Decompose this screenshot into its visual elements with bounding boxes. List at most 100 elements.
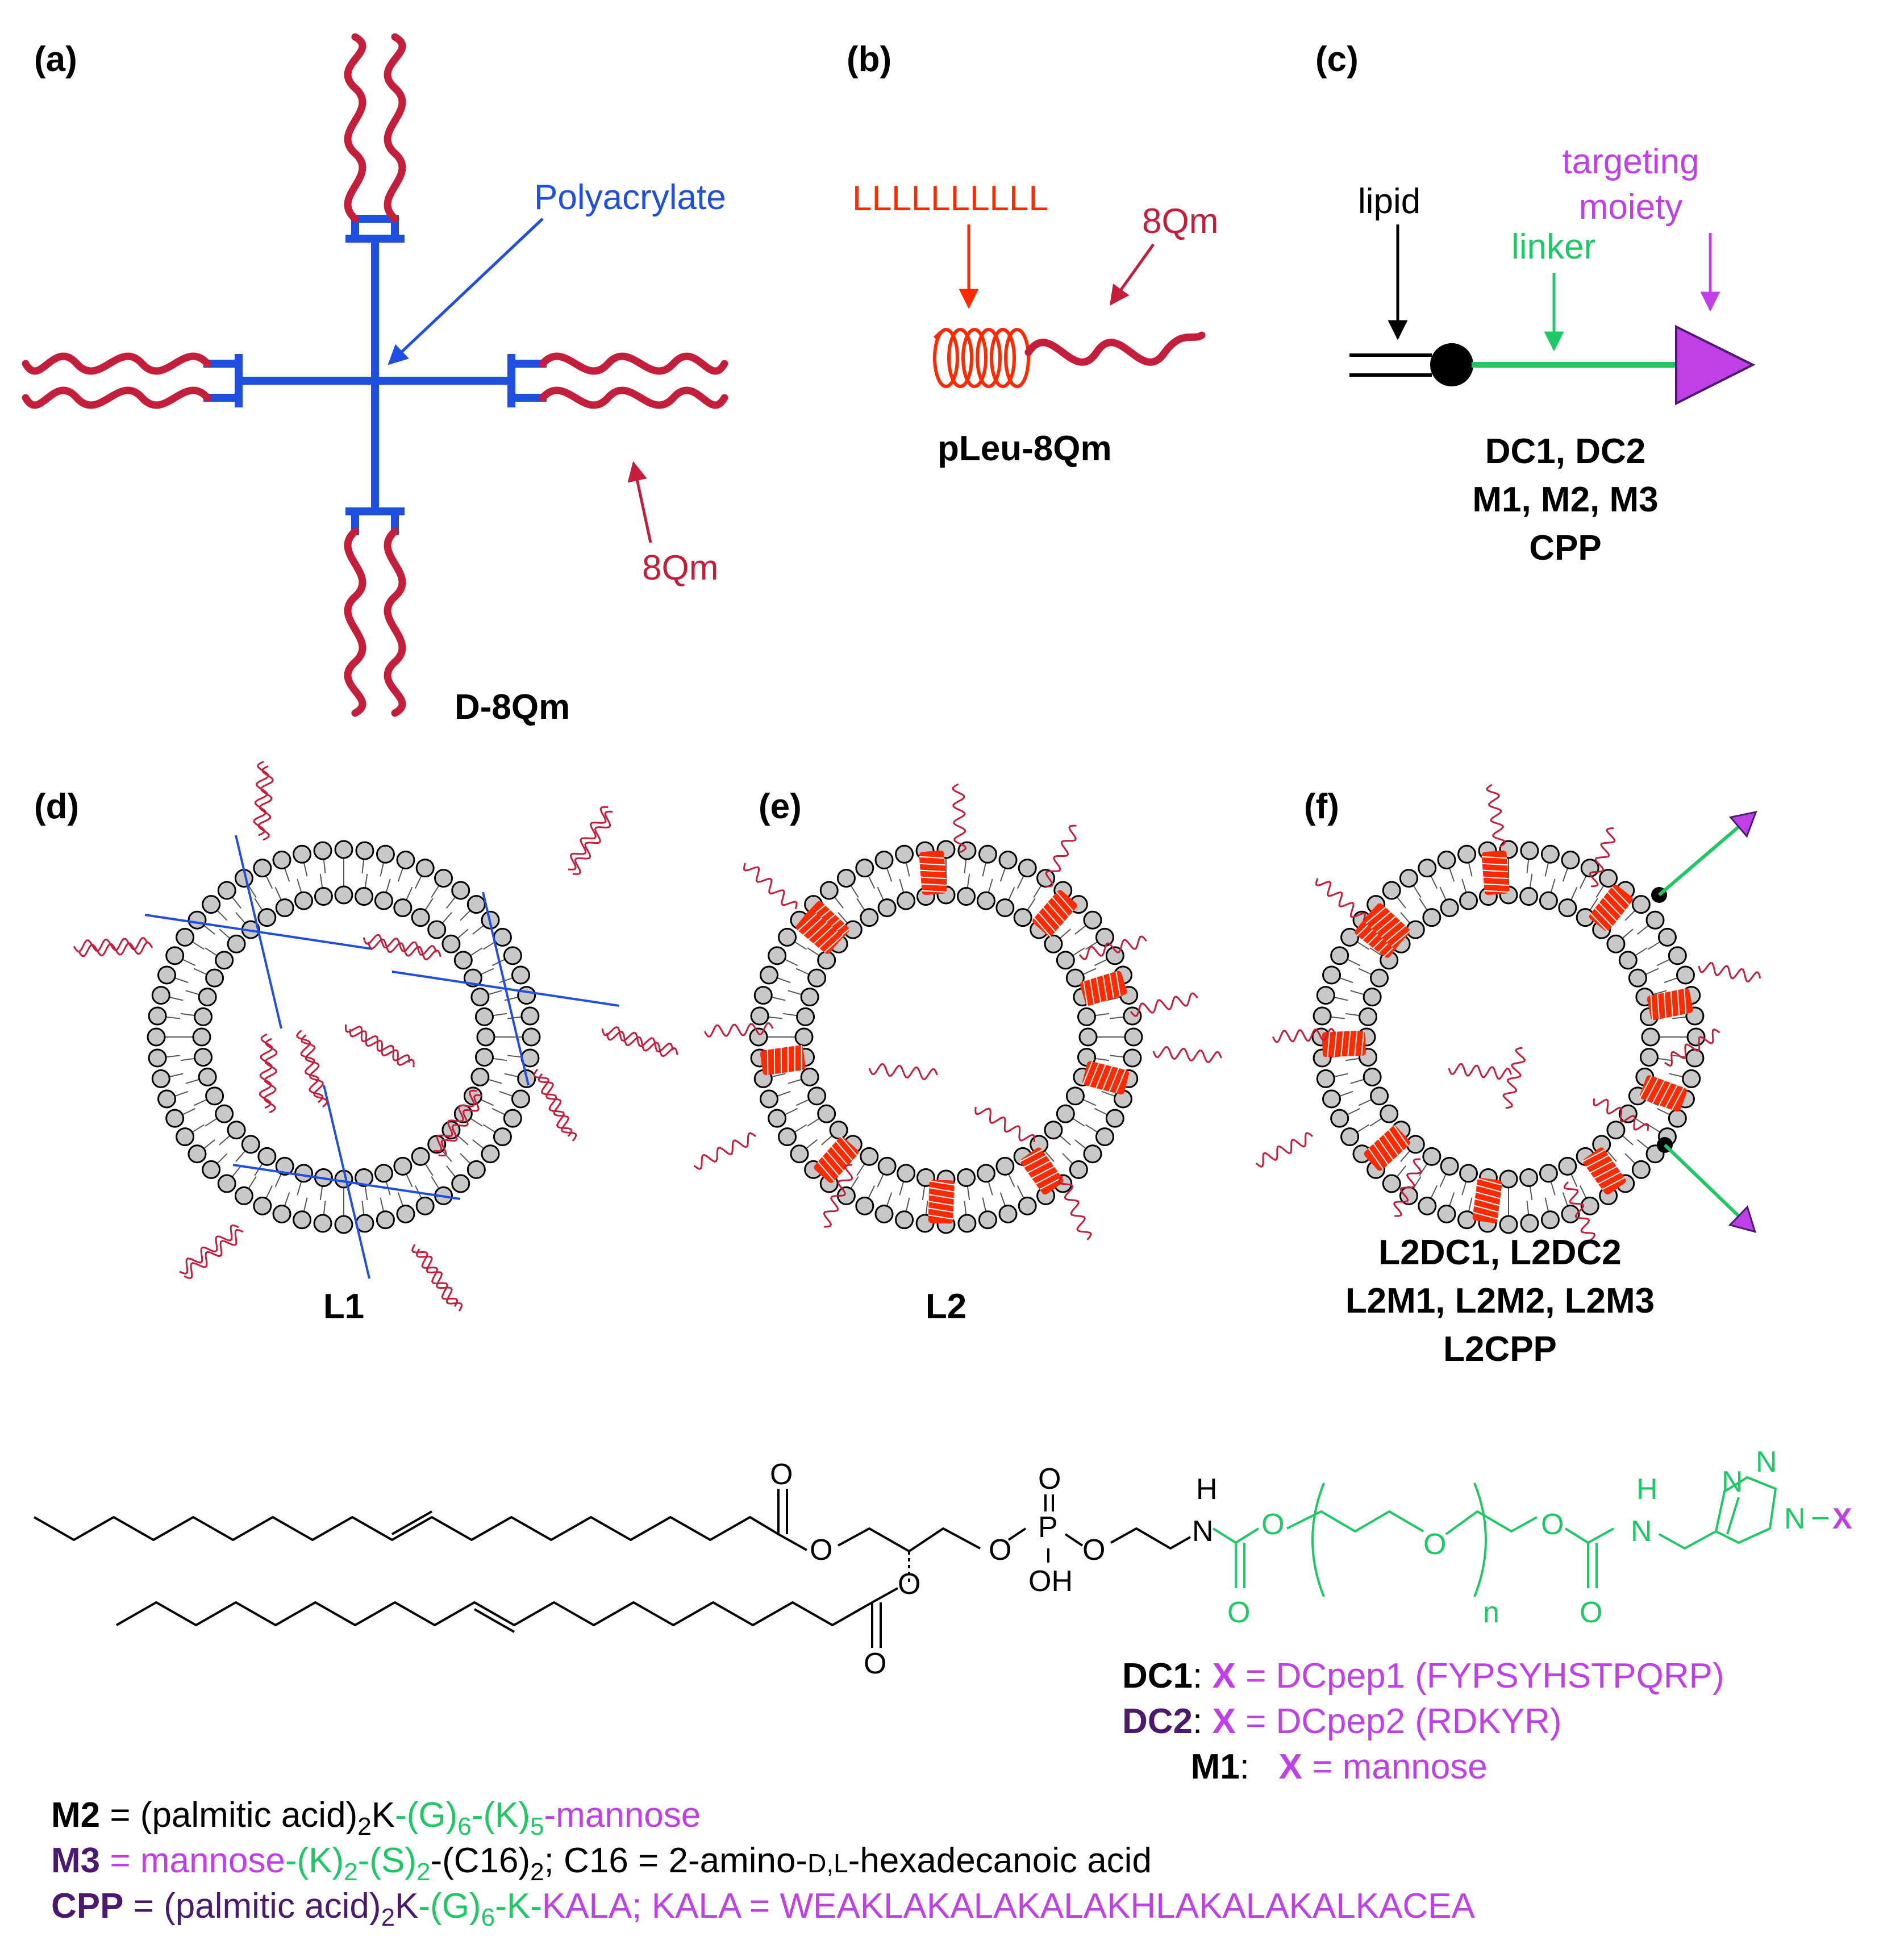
lipid-head <box>895 844 914 864</box>
lipid-head <box>1313 1006 1332 1026</box>
peptide-8qm-strands <box>22 33 728 717</box>
lipid-tail <box>1637 1139 1649 1149</box>
lipid-tail <box>899 1181 905 1196</box>
panel-a-name: D-8Qm <box>455 688 570 727</box>
linker-line <box>1658 825 1740 897</box>
lipid-tail <box>964 859 967 873</box>
lipid-tail <box>166 1055 180 1058</box>
lipid-tail <box>1083 1099 1097 1106</box>
panel-f: (f) L2DC1, L2DC2 L2M1, L2M2, L2M3 L2CPP <box>1255 784 1761 1369</box>
lipid-head <box>998 851 1018 870</box>
lipid-head <box>1078 1027 1098 1047</box>
peptide-8qm <box>179 1224 239 1275</box>
liposome-e <box>749 840 1143 1234</box>
lipid-tail <box>1529 873 1533 888</box>
lipid-tail <box>472 925 484 935</box>
lipid-head <box>807 1086 827 1106</box>
peptide-8qm <box>572 810 613 875</box>
lipid-tail <box>1073 947 1085 956</box>
lipid-tail <box>1357 1124 1369 1132</box>
def-dc1-rest: = DCpep1 (FYPSYHSTPQRP) <box>1236 1656 1724 1696</box>
atom-o: O <box>1541 1508 1564 1541</box>
lipid-tail <box>284 1192 290 1206</box>
lipid-tail <box>1397 1165 1406 1177</box>
lipid-head <box>819 881 839 900</box>
lipid-tail <box>1419 1164 1428 1176</box>
lipid-tail <box>303 1197 308 1211</box>
lipid-tail <box>319 1186 323 1201</box>
panel-f-name-2: L2M1, L2M2, L2M3 <box>1345 1281 1655 1321</box>
lipid-tail <box>169 997 184 1001</box>
lipid-tail <box>1579 1185 1587 1198</box>
pleu-anchor <box>1481 850 1510 896</box>
lipid-tail <box>385 878 391 893</box>
lipid-head <box>176 927 195 947</box>
lipid-tail <box>1062 1153 1073 1164</box>
def-cpp-sub1: 2 <box>381 1904 395 1931</box>
def-m1-rest: = mannose <box>1302 1747 1488 1786</box>
lipid-head <box>1083 1144 1102 1164</box>
lipid-tail <box>1033 885 1041 898</box>
lipid-head <box>411 1147 430 1166</box>
lipid-tail <box>217 910 228 921</box>
lipid-head <box>1437 1204 1456 1223</box>
lipid-head <box>1316 1069 1335 1088</box>
peptide-8qm <box>415 1248 463 1312</box>
lipid-head <box>257 1147 277 1166</box>
lipid-tail <box>1083 968 1097 975</box>
lipid-head <box>1123 1048 1142 1068</box>
lipid-tail <box>1397 897 1406 909</box>
panel-f-letter: (f) <box>1304 787 1339 826</box>
peptide-8qm <box>1272 1028 1336 1043</box>
lipid-tail <box>899 878 905 893</box>
lipid-head <box>1422 908 1441 927</box>
lipid-tail <box>922 1186 926 1201</box>
peptide-8qm <box>349 1028 415 1068</box>
def-dc1-sep: : <box>1193 1656 1212 1696</box>
def-dc1-x: X <box>1212 1656 1235 1696</box>
panel-d-name: L1 <box>323 1287 364 1326</box>
lipid-head <box>493 1127 512 1147</box>
lipid-tail <box>1672 1016 1686 1019</box>
lipid-tail <box>1016 876 1024 889</box>
helix-label: LLLLLLLLLL <box>852 179 1048 218</box>
pleu-anchor <box>814 1136 859 1183</box>
pleu-helix <box>933 328 1030 388</box>
lipid-tail <box>175 977 189 984</box>
lipid-head <box>198 1067 217 1086</box>
atom-o: O <box>1038 1463 1061 1496</box>
polyacrylate-label: Polyacrylate <box>534 178 726 217</box>
lipid-tail <box>1461 878 1467 893</box>
lipid-tail <box>886 1192 893 1206</box>
lipid-tail <box>1595 885 1604 898</box>
lipid-head <box>1013 908 1032 927</box>
lipid-head <box>794 1027 814 1047</box>
lipid-head <box>817 1104 836 1123</box>
panel-a: (a) P <box>22 33 728 727</box>
peptide-8qm <box>568 806 609 871</box>
lipid-head <box>1322 1089 1341 1109</box>
peptide-8qm <box>1152 1046 1222 1063</box>
lipid-head <box>334 840 353 859</box>
lipid-tail <box>232 897 241 909</box>
pleu-anchor <box>1472 1177 1502 1223</box>
panel-d: (d) L1 <box>34 760 678 1326</box>
lipid-tail <box>838 912 848 923</box>
lipid-tail <box>361 1201 365 1215</box>
panel-e-name: L2 <box>926 1287 966 1326</box>
lipid-tail <box>1357 942 1369 950</box>
lipid-head <box>1418 1196 1437 1215</box>
def-m2-sub1: 2 <box>357 1813 371 1840</box>
lipid-tail <box>1085 942 1098 950</box>
lipid-tail <box>192 1124 205 1132</box>
lipid-head <box>374 1164 393 1183</box>
panel-e-letter: (e) <box>759 787 802 826</box>
def-m3-s: -(S) <box>358 1841 416 1880</box>
lipid-head <box>1457 1210 1477 1230</box>
lipid-tail <box>1060 1135 1071 1146</box>
lipid-head <box>157 965 177 985</box>
lipid-head <box>1105 1109 1124 1128</box>
lipid-head <box>293 1210 312 1230</box>
lipid-head <box>778 927 797 947</box>
